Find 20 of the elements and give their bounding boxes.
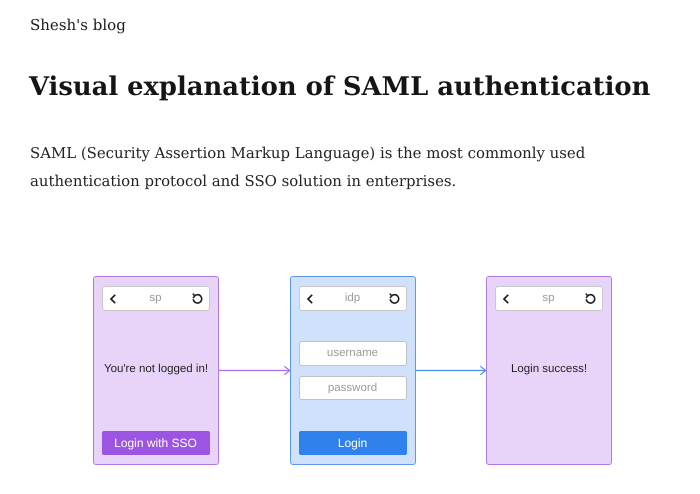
login-button: Login bbox=[298, 430, 406, 454]
browser-screen bbox=[93, 276, 219, 465]
sso-login-button: Login with SSO bbox=[102, 430, 210, 454]
address-bar bbox=[494, 286, 602, 310]
input-field: password bbox=[298, 376, 406, 400]
arrow bbox=[219, 366, 290, 376]
address-bar bbox=[102, 286, 210, 310]
browser-screen bbox=[290, 276, 416, 465]
arrow bbox=[416, 366, 486, 376]
input-field: username bbox=[298, 340, 406, 366]
browser-screen bbox=[486, 276, 612, 465]
intro-paragraph: SAML (Security Assertion Markup Language) is the most commonly used authentication protocol and SSO solution in enterprises. bbox=[30, 143, 586, 192]
page-title: Visual explanation of SAML authentication bbox=[29, 72, 650, 102]
blog-name: Shesh's blog bbox=[30, 16, 126, 34]
status-message: Login success! bbox=[510, 363, 588, 375]
address-bar bbox=[298, 286, 406, 310]
status-message: You're not logged in! bbox=[104, 363, 208, 375]
url-text: sp bbox=[542, 292, 555, 304]
url-text: idp bbox=[344, 292, 360, 304]
url-text: sp bbox=[149, 292, 162, 304]
